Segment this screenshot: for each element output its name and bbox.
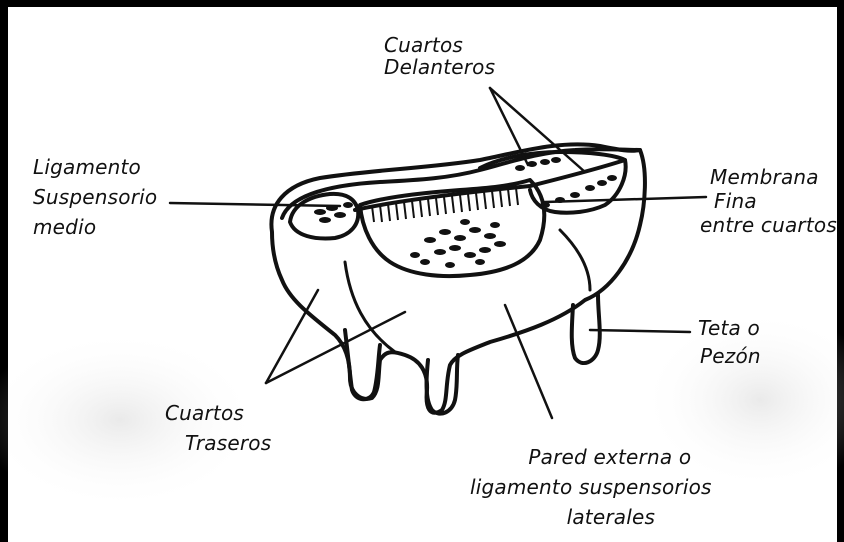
- label-membrane-line1: Membrana: [700, 165, 837, 189]
- label-median-ligament-line2: Suspensorio: [33, 182, 157, 212]
- label-median-ligament: Ligamento Suspensorio medio: [33, 152, 157, 242]
- leader-teat: [590, 330, 690, 332]
- label-membrane: Membrana Fina entre cuartos: [700, 165, 837, 237]
- label-outer-wall-line1: Pared externa o: [470, 442, 712, 472]
- body-fold-right: [560, 230, 590, 290]
- label-teat-line1: Teta o: [698, 314, 761, 342]
- label-median-ligament-line1: Ligamento: [33, 152, 157, 182]
- label-outer-wall-line2: ligamento suspensorios: [470, 472, 712, 502]
- leader-median-ligament: [170, 203, 340, 206]
- label-teat-line2: Pezón: [698, 342, 761, 370]
- label-front-quarters-line2: Delanteros: [384, 56, 495, 78]
- label-outer-wall-line3: laterales: [470, 502, 712, 532]
- label-rear-quarters-line1: Cuartos: [165, 398, 271, 428]
- label-rear-quarters-line2: Traseros: [165, 428, 271, 458]
- label-membrane-line2: Fina: [700, 189, 837, 213]
- label-rear-quarters: Cuartos Traseros: [165, 398, 271, 458]
- label-teat: Teta o Pezón: [698, 314, 761, 370]
- label-median-ligament-line3: medio: [33, 212, 157, 242]
- label-outer-wall: Pared externa o ligamento suspensorios l…: [470, 442, 712, 532]
- label-front-quarters-line1: Cuartos: [384, 34, 495, 56]
- leader-membrane: [545, 197, 706, 202]
- label-membrane-line3: entre cuartos: [700, 213, 837, 237]
- label-front-quarters: Cuartos Delanteros: [384, 34, 495, 78]
